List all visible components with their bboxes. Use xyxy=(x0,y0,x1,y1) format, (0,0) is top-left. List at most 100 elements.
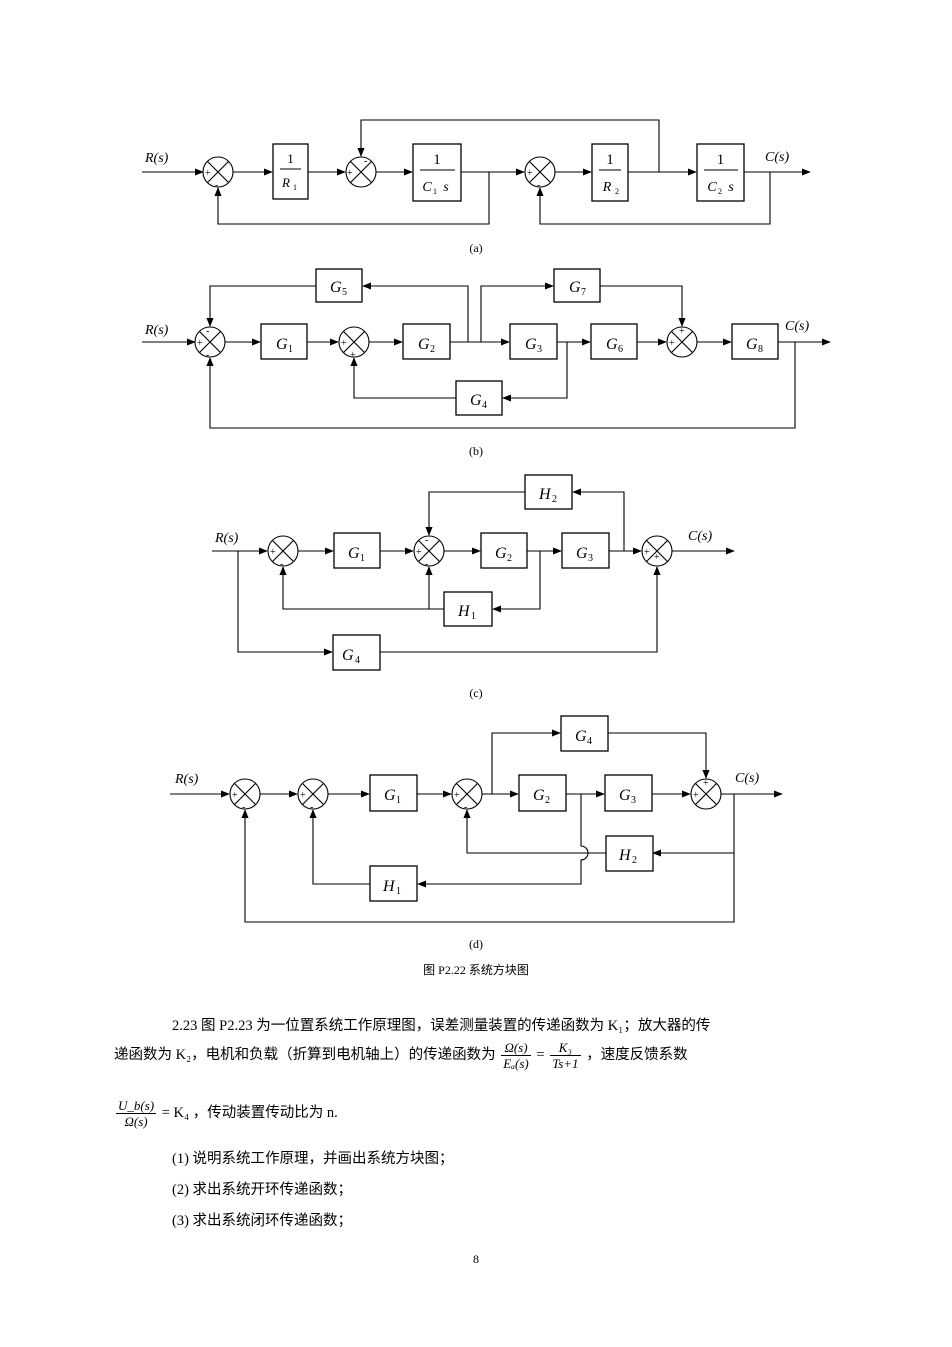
summing-junction: + + xyxy=(690,778,722,810)
svg-text:G: G xyxy=(606,336,618,353)
svg-text:+: + xyxy=(270,547,276,558)
block-g1: G 1 xyxy=(333,532,381,569)
svg-text:H: H xyxy=(618,847,632,864)
svg-text:2: 2 xyxy=(545,795,550,806)
summing-junction: + + xyxy=(338,326,370,361)
problem-line-2: 递函数为 K₂，电机和负载（折算到电机轴上）的传递函数为 Ω(s) Eₐ(s) … xyxy=(114,1040,688,1071)
svg-text:2: 2 xyxy=(552,494,557,505)
svg-text:-: - xyxy=(537,180,540,191)
svg-text:R: R xyxy=(281,175,290,190)
problem-line-3: U_b(s) Ω(s) = K₄ ，传动装置传动比为 n. xyxy=(116,1098,338,1129)
diagram-label: (d) xyxy=(469,937,483,951)
line2-text: 递函数为 K₂，电机和负载（折算到电机轴上）的传递函数为 xyxy=(114,1046,496,1063)
svg-text:1: 1 xyxy=(293,183,297,192)
svg-text:-: - xyxy=(242,802,245,813)
svg-text:1: 1 xyxy=(287,151,294,166)
diagram-c: R(s) + - G 1 + - - G 2 H 1 G 3 xyxy=(212,474,735,700)
summing-junction: + - xyxy=(229,778,261,813)
svg-text:5: 5 xyxy=(342,287,347,298)
page-number: 8 xyxy=(473,1252,479,1266)
diagram-label: (c) xyxy=(469,686,482,700)
svg-text:+: + xyxy=(644,547,650,558)
svg-text:3: 3 xyxy=(588,553,593,564)
svg-text:-: - xyxy=(310,802,313,813)
svg-text:G: G xyxy=(330,279,342,296)
block-g4: G 4 xyxy=(455,380,503,416)
svg-text:1: 1 xyxy=(433,152,441,168)
svg-text:+: + xyxy=(654,552,660,563)
block-g3: G 3 xyxy=(561,532,610,569)
svg-text:G: G xyxy=(495,545,507,562)
problem-item-2: (2) 求出系统开环传递函数； xyxy=(172,1182,353,1198)
svg-text:3: 3 xyxy=(537,344,542,355)
svg-text:+: + xyxy=(693,790,699,801)
svg-text:3: 3 xyxy=(631,795,636,806)
svg-text:-: - xyxy=(206,326,209,337)
svg-text:s: s xyxy=(443,180,449,195)
svg-text:+: + xyxy=(454,790,460,801)
svg-text:4: 4 xyxy=(482,400,487,411)
line3-suffix: ，传动装置传动比为 n. xyxy=(192,1104,338,1121)
svg-text:+: + xyxy=(350,350,356,361)
svg-text:+: + xyxy=(300,790,306,801)
svg-text:-: - xyxy=(425,535,428,546)
diagram-label: (b) xyxy=(469,444,483,458)
input-label: R(s) xyxy=(144,323,169,338)
block-g4: G 4 xyxy=(332,634,381,671)
block-1-over-c2s: 1 C 2 s xyxy=(696,143,745,202)
svg-text:-: - xyxy=(280,559,283,570)
block-h1: H 1 xyxy=(443,591,493,627)
line2-suffix: ，速度反馈系数 xyxy=(586,1046,688,1063)
output-label: C(s) xyxy=(688,529,712,544)
input-label: R(s) xyxy=(144,151,169,166)
block-h2: H 2 xyxy=(605,835,654,872)
svg-text:1: 1 xyxy=(471,611,476,622)
fraction-omega-ea: Ω(s) Eₐ(s) xyxy=(501,1040,531,1071)
block-g7: G 7 xyxy=(553,268,601,303)
fraction-k3: K₃ Ts+1 xyxy=(550,1040,581,1071)
fraction-ub-omega: U_b(s) Ω(s) xyxy=(116,1098,157,1129)
summing-junction: + - - xyxy=(413,535,445,570)
summing-junction: + + xyxy=(666,326,698,358)
block-g1: G 1 xyxy=(369,774,418,812)
svg-text:G: G xyxy=(525,336,537,353)
output-label: C(s) xyxy=(785,319,809,334)
svg-text:G: G xyxy=(342,647,354,664)
svg-text:+: + xyxy=(703,778,709,789)
svg-text:6: 6 xyxy=(618,344,623,355)
svg-text:1: 1 xyxy=(717,152,725,168)
svg-text:8: 8 xyxy=(758,344,763,355)
block-g2: G 2 xyxy=(518,774,567,812)
summing-junction: + - xyxy=(202,156,234,191)
block-g6: G 6 xyxy=(590,323,638,360)
figure-caption: 图 P2.22 系统方块图 xyxy=(423,963,529,977)
svg-text:+: + xyxy=(347,168,353,179)
svg-text:2: 2 xyxy=(430,344,435,355)
svg-text:+: + xyxy=(527,168,533,179)
diagram-b: R(s) + - - G 1 + + G 2 G 5 G 7 G xyxy=(142,268,831,458)
problem-item-1: (1) 说明系统工作原理，并画出系统方块图； xyxy=(172,1151,454,1167)
block-h2: H 2 xyxy=(524,474,573,510)
problem-line-1: 2.23 图 P2.23 为一位置系统工作原理图，误差测量装置的传递函数为 K₁… xyxy=(172,1018,711,1034)
summing-junction: + - xyxy=(451,778,483,813)
svg-text:-: - xyxy=(206,350,209,361)
svg-text:1: 1 xyxy=(433,187,437,196)
svg-text:4: 4 xyxy=(355,655,360,666)
svg-text:2: 2 xyxy=(718,187,722,196)
svg-text:G: G xyxy=(470,392,482,409)
svg-text:H: H xyxy=(457,603,471,620)
svg-text:G: G xyxy=(276,336,288,353)
block-1-over-r1: 1 R 1 xyxy=(272,143,309,200)
svg-text:+: + xyxy=(679,326,685,337)
svg-text:G: G xyxy=(348,545,360,562)
svg-text:1: 1 xyxy=(606,152,614,168)
problem-item-3: (3) 求出系统闭环传递函数； xyxy=(172,1213,353,1229)
block-g2: G 2 xyxy=(480,532,528,569)
output-label: C(s) xyxy=(735,771,759,786)
svg-text:1: 1 xyxy=(396,886,401,897)
svg-text:+: + xyxy=(205,168,211,179)
summing-junction: + - - xyxy=(194,326,226,361)
svg-text:G: G xyxy=(569,279,581,296)
svg-text:+: + xyxy=(232,790,238,801)
block-g8: G 8 xyxy=(731,323,779,360)
